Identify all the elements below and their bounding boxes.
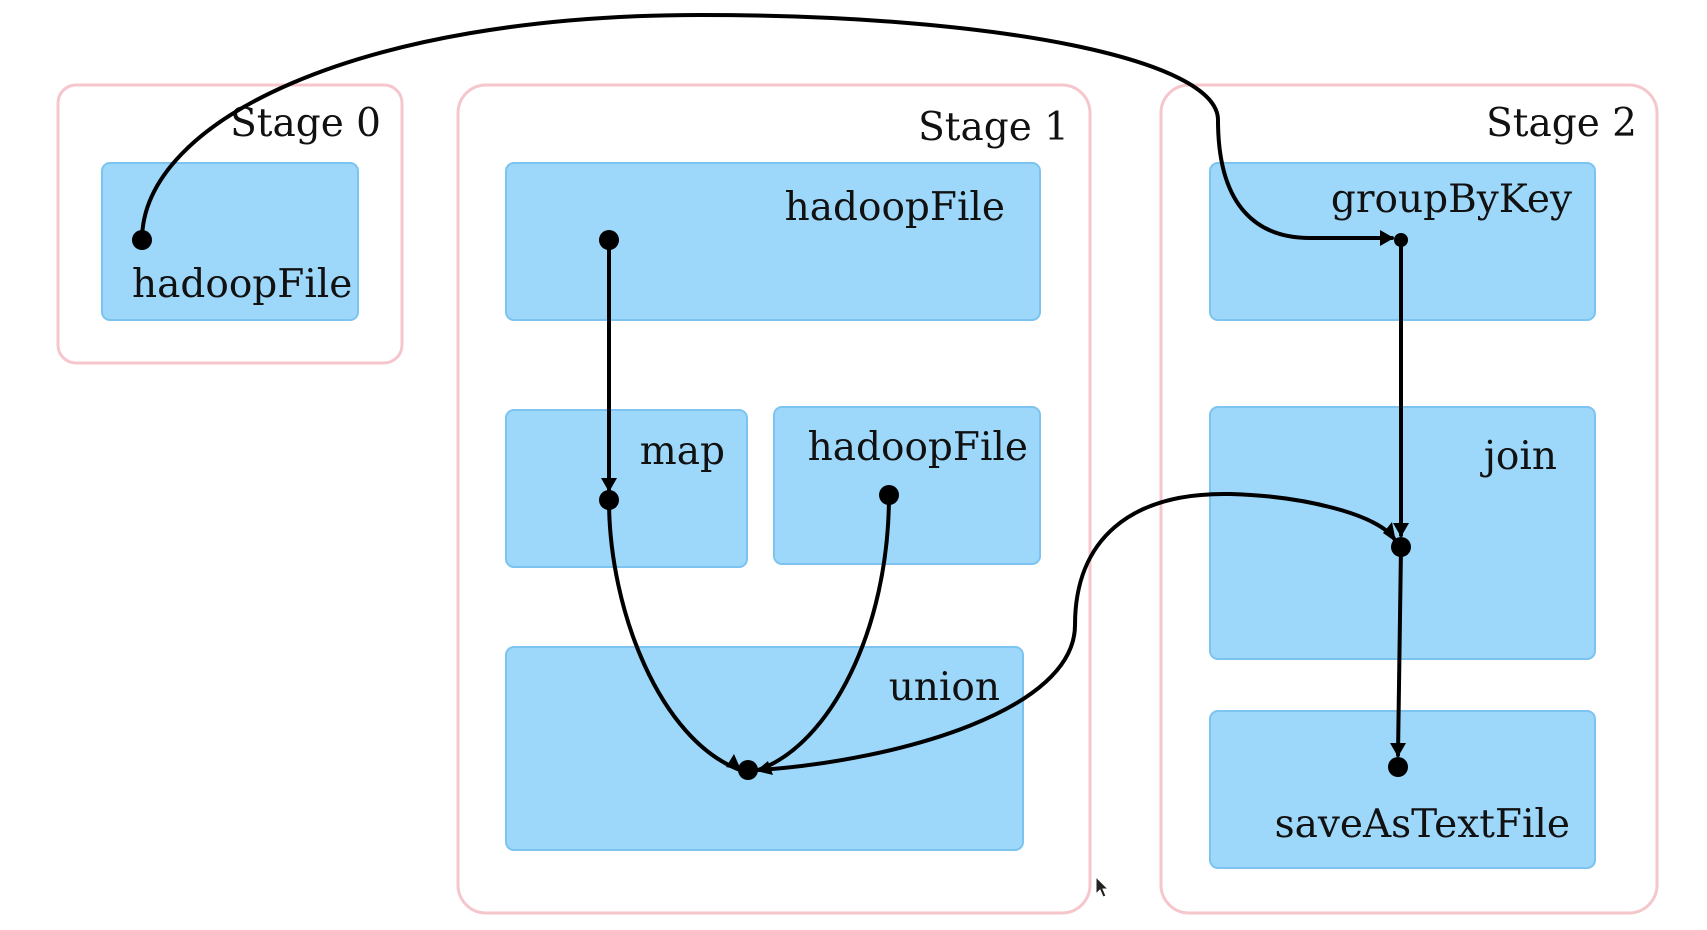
rdd-s1-union: union (505, 646, 1024, 851)
rdd-box (505, 162, 1041, 321)
rdd-s1-hadoopfile-b: hadoopFile (773, 406, 1041, 565)
rdd-s0-hadoopfile: hadoopFile (101, 162, 359, 321)
stage-0-title: Stage 0 (230, 101, 381, 146)
edge-s1-union-to-s2-join (758, 491, 1397, 772)
node-dot-s2-saveastextfile (1388, 757, 1408, 777)
edge-s0-hadoopfile-to-s2-groupbykey (140, 13, 1394, 242)
arrow-head (1383, 522, 1396, 542)
rdd-box (505, 646, 1024, 851)
edge-s1-map-to-s1-union (607, 498, 742, 772)
arrow-head (726, 754, 741, 770)
rdd-box (773, 406, 1041, 565)
rdd-label: hadoopFile (132, 262, 352, 307)
rdd-label: saveAsTextFile (1275, 802, 1570, 847)
arrow-head (601, 478, 617, 492)
rdd-box (505, 409, 748, 568)
rdd-label: join (1480, 434, 1557, 479)
mouse-pointer-icon (1095, 875, 1110, 898)
node-dot-s2-groupbykey (1394, 233, 1408, 247)
rdd-label: map (640, 429, 725, 474)
rdd-label: groupByKey (1331, 177, 1572, 222)
rdd-s2-saveastextfile: saveAsTextFile (1209, 710, 1596, 869)
node-dot-s1-hadoopfile-a (599, 230, 619, 250)
node-dot-s2-join (1391, 537, 1411, 557)
rdd-label: hadoopFile (808, 425, 1028, 470)
stage-2-title: Stage 2 (1486, 101, 1637, 146)
edge-s2-join-to-s2-saveastextfile (1396, 546, 1403, 757)
arrow-head (1390, 743, 1406, 757)
rdd-s1-map: map (505, 409, 748, 568)
node-dot-s1-hadoopfile-b (879, 485, 899, 505)
stage-1-title: Stage 1 (918, 105, 1069, 150)
rdd-label: hadoopFile (785, 185, 1005, 230)
edge-s1-hadoopfile-b-to-s1-union (756, 493, 891, 772)
arrow-head (1380, 230, 1394, 246)
rdd-label: union (889, 665, 1000, 710)
node-dot-s1-union (738, 760, 758, 780)
arrow-head (1393, 523, 1409, 537)
node-dot-s0-hadoopfile (132, 230, 152, 250)
node-dot-s1-map (599, 490, 619, 510)
rdd-box (101, 162, 359, 321)
rdd-s1-hadoopfile-a: hadoopFile (505, 162, 1041, 321)
rdd-box (1209, 710, 1596, 869)
